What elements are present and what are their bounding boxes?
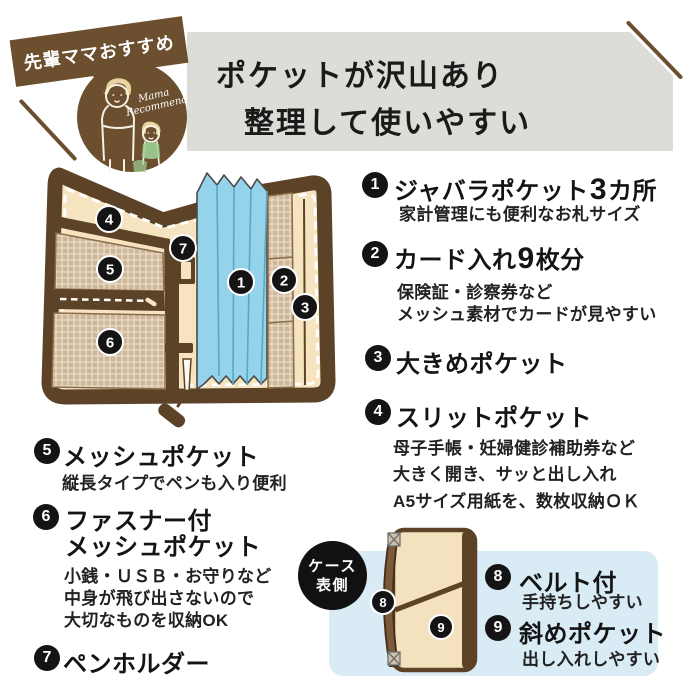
marker-6: 6 [96, 328, 124, 356]
marker-1: 1 [227, 268, 255, 296]
marker-7: 7 [169, 234, 197, 262]
mama-stamp: Mama Recommend [77, 62, 189, 173]
feature-5-desc: 縦長タイプでペンも入り便利 [62, 474, 287, 493]
feature-6-desc-3: 大切なものを収納OK [64, 611, 229, 630]
feature-2-title: カード入れ9枚分 [394, 242, 585, 275]
feature-7-number: 7 [34, 645, 60, 671]
feature-1-number: 1 [362, 172, 388, 198]
feature-7-title: ペンホルダー [63, 651, 210, 678]
case-front-label-line1: ケース [308, 557, 357, 575]
marker-9: 9 [428, 614, 454, 640]
marker-3: 3 [291, 293, 319, 321]
diagonal-pocket-edge [394, 577, 474, 613]
stitch-line [59, 187, 320, 388]
feature-5-number: 5 [34, 438, 60, 464]
pen-holder-inner [181, 262, 191, 279]
zipper-slider [182, 358, 192, 392]
feature-6-desc-2: 中身が飛び出さないので [64, 589, 255, 608]
feature-3-title: 大きめポケット [396, 351, 568, 378]
feature-9-number: 9 [485, 615, 511, 641]
case-front-diagram: 8 9 [370, 527, 478, 673]
child-green-shirt [142, 142, 160, 159]
zipper-pull-tab [158, 403, 186, 428]
card-slot-lines [267, 256, 294, 324]
feature-1-desc: 家計管理にも便利なお札サイズ [399, 205, 641, 224]
belt-stitch-squares [387, 532, 401, 666]
feature-4-desc-1: 母子手帳・妊婦健診補助券など [393, 439, 636, 458]
feature-9-desc: 出し入れしやすい [522, 650, 661, 669]
feature-6-title-line2: メッシュポケット [65, 534, 261, 561]
feature-8-desc: 手持ちしやすい [522, 593, 643, 612]
svg-text:3: 3 [301, 300, 309, 317]
feature-6-title-line1: ファスナー付 [65, 508, 212, 535]
open-case-diagram: 1 2 3 4 5 6 7 [41, 167, 336, 428]
zip-dashes [59, 297, 159, 303]
marker-4: 4 [95, 205, 123, 233]
zip-end-bar [165, 343, 193, 353]
title-box [187, 32, 673, 151]
green-accent [133, 160, 147, 172]
marker-8: 8 [370, 589, 396, 615]
front-spine [462, 530, 475, 670]
svg-text:6: 6 [106, 335, 114, 352]
decor-line-bottom-left [18, 98, 78, 162]
svg-text:8: 8 [379, 595, 386, 610]
svg-text:5: 5 [106, 262, 114, 279]
feature-2-desc-2: メッシュ素材でカードが見やすい [397, 305, 657, 324]
feature-4-desc-2: 大きく開き、サッと出し入れ [393, 465, 617, 484]
mama-illustration: Mama Recommend [77, 62, 189, 173]
feature-5-title: メッシュポケット [63, 444, 259, 471]
feature-6-number: 6 [33, 504, 59, 530]
spine-band [164, 241, 179, 389]
feature-4-number: 4 [365, 399, 391, 425]
svg-text:2: 2 [280, 273, 288, 290]
feature-4-title: スリットポケット [396, 405, 592, 432]
svg-text:9: 9 [437, 620, 444, 635]
title-line-2: 整理して使いやすい [244, 107, 532, 140]
big-pocket-edge [303, 198, 306, 386]
feature-8-title: ベルト付 [519, 570, 617, 597]
small-zipper-pull [143, 296, 159, 308]
svg-text:4: 4 [105, 212, 114, 229]
feature-9-title: 斜めポケット [519, 621, 666, 648]
marker-2: 2 [270, 266, 298, 294]
svg-text:7: 7 [179, 241, 187, 258]
svg-text:1: 1 [237, 275, 245, 292]
feature-2-desc-1: 保険証・診察券など [397, 283, 553, 302]
feature-6-desc-1: 小銭・ＵＳＢ・お守りなど [64, 567, 272, 586]
zipper-cord [176, 389, 189, 408]
feature-4-desc-3: A5サイズ用紙を、数枚収納ＯＫ [393, 492, 640, 511]
feature-3-number: 3 [365, 345, 391, 371]
slot-band [61, 217, 170, 250]
feature-2-number: 2 [362, 241, 388, 267]
case-front-label: ケース 表側 [298, 541, 367, 610]
case-front-label-line2: 表側 [315, 576, 349, 594]
feature-1-title: ジャバラポケット3カ所 [394, 173, 657, 206]
feature-8-number: 8 [485, 564, 511, 590]
marker-5: 5 [96, 255, 124, 283]
title-line-1: ポケットが沢山あり [216, 60, 504, 93]
